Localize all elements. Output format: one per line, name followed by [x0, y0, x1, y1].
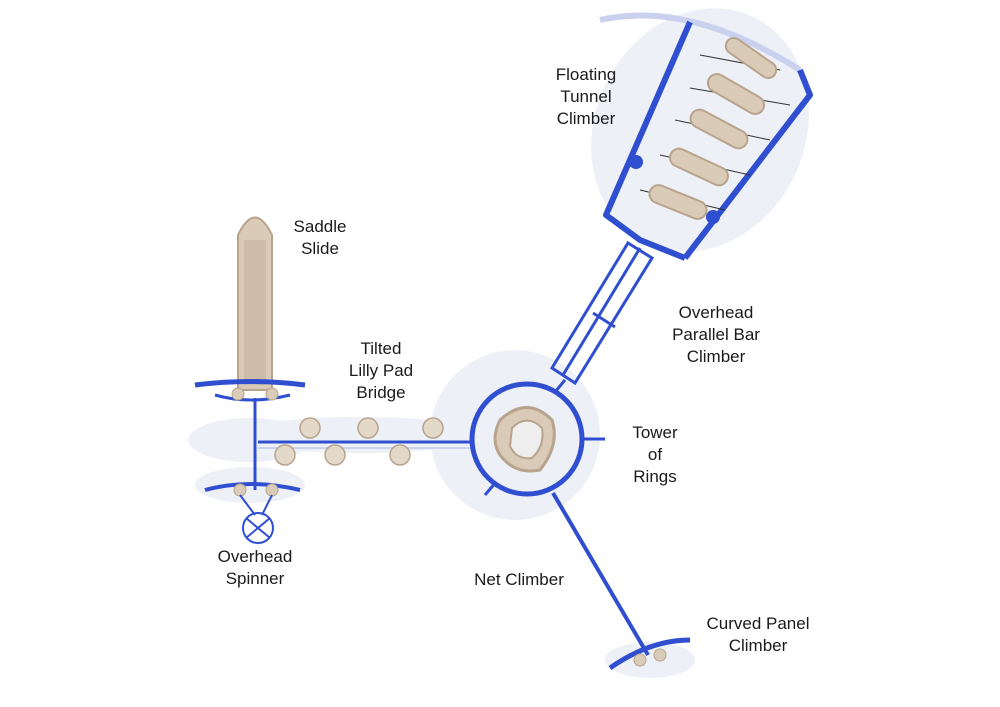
label-overhead-parallel-bar-climber: Overhead Parallel Bar Climber	[672, 303, 760, 366]
saddle-slide-structure	[194, 216, 306, 402]
net-climber-structure	[551, 491, 650, 657]
tilted-lilly-pad-bridge-structure	[253, 398, 472, 490]
label-tower-of-rings: Tower of Rings	[632, 423, 678, 486]
label-saddle-slide: Saddle Slide	[293, 217, 347, 258]
overhead-parallel-bar-climber-structure	[549, 240, 655, 386]
tower-of-rings-structure	[469, 379, 605, 497]
label-tilted-lilly-pad-bridge: Tilted Lilly Pad Bridge	[348, 339, 414, 402]
label-overhead-spinner: Overhead Spinner	[217, 547, 293, 588]
label-curved-panel-climber: Curved Panel Climber	[706, 614, 810, 655]
floating-tunnel-climber-structure	[599, 12, 813, 261]
label-net-climber: Net Climber	[474, 570, 564, 589]
label-floating-tunnel-climber: Floating Tunnel Climber	[555, 65, 617, 128]
curved-panel-climber-structure	[608, 637, 691, 671]
overhead-spinner-structure	[204, 482, 301, 544]
